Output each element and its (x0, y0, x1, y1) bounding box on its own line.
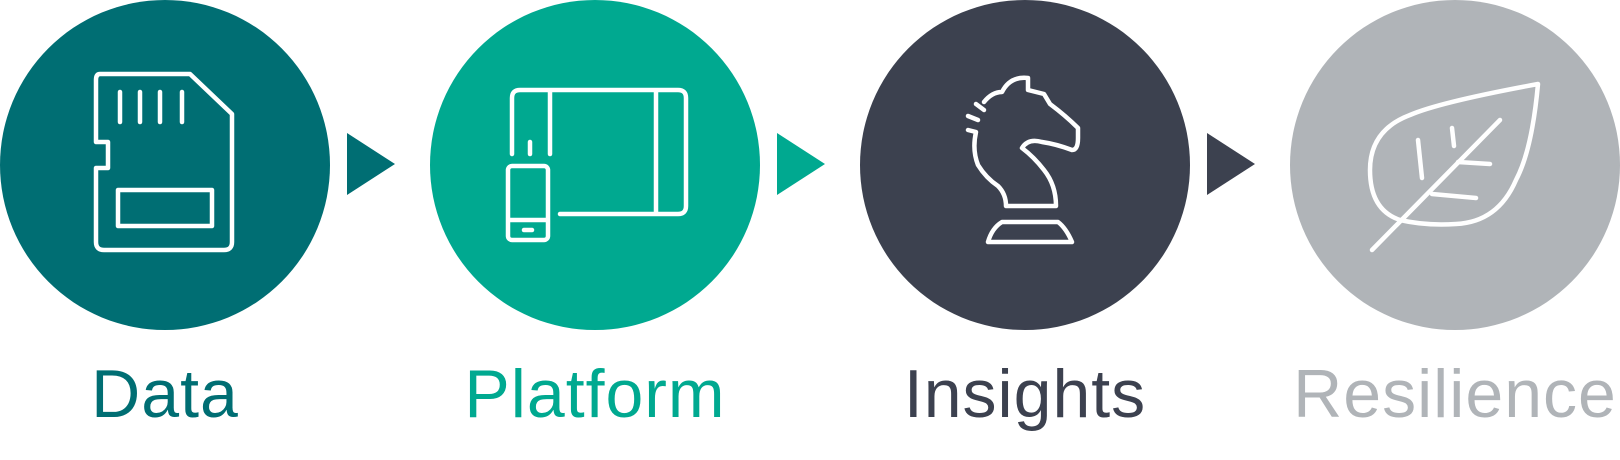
arrow-1 (347, 133, 395, 195)
step-data-circle (0, 0, 330, 330)
chess-knight-icon (965, 75, 1081, 245)
sd-card-icon (93, 71, 235, 253)
arrow-2 (777, 133, 825, 195)
step-data-label: Data (91, 356, 239, 432)
leaf-icon (1367, 81, 1541, 253)
step-insights-label: Insights (903, 356, 1147, 432)
step-insights-circle (860, 0, 1190, 330)
arrow-3 (1207, 133, 1255, 195)
step-resilience-circle (1290, 0, 1620, 330)
step-platform-circle (430, 0, 760, 330)
step-platform-label: Platform (464, 356, 726, 432)
arrow-right-icon (347, 133, 395, 195)
arrow-right-icon (1207, 133, 1255, 195)
step-resilience-label: Resilience (1293, 356, 1617, 432)
devices-icon (505, 87, 689, 243)
arrow-right-icon (777, 133, 825, 195)
